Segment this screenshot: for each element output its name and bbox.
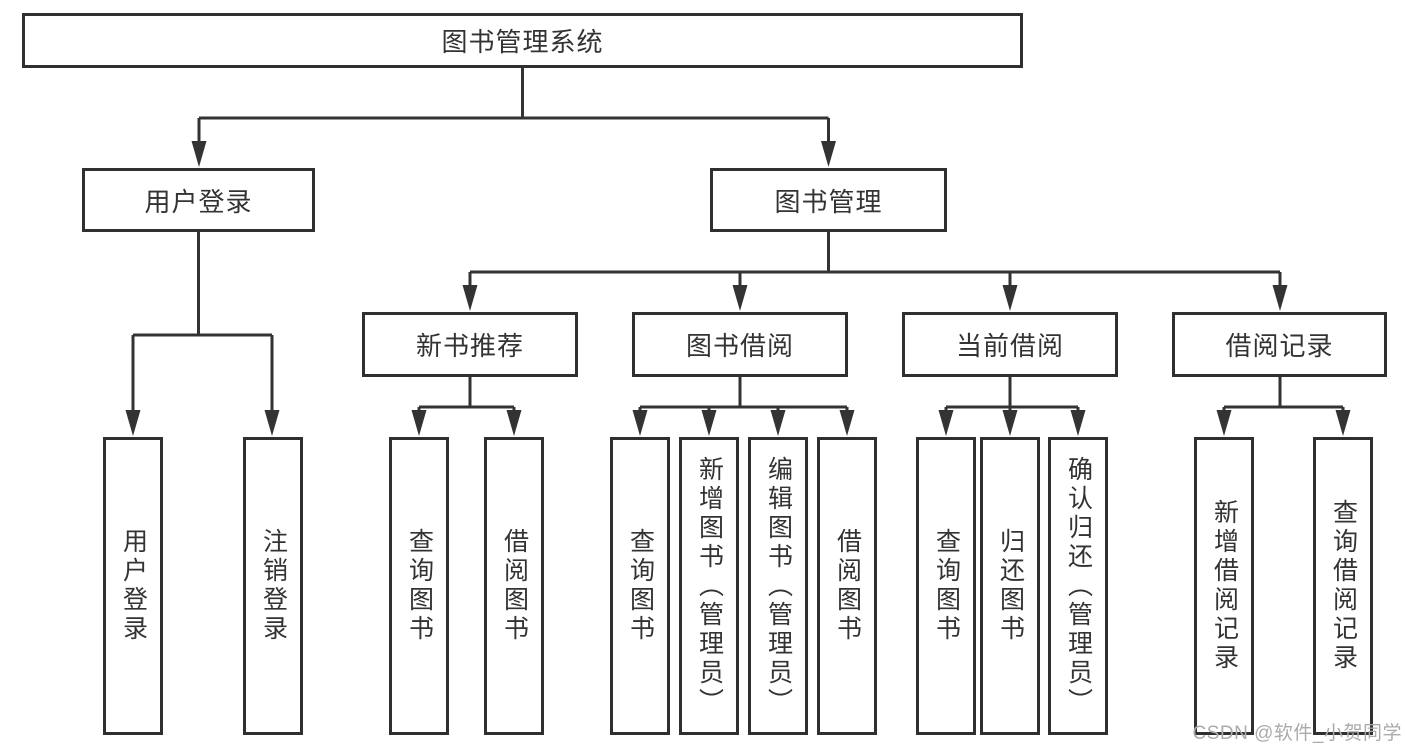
leaf-logout-login-label: 注销登录 <box>259 528 288 644</box>
leaf-query-books-borrow: 查询图书 <box>610 437 670 735</box>
node-book-borrow: 图书借阅 <box>632 312 848 377</box>
node-current-borrow: 当前借阅 <box>902 312 1118 377</box>
leaf-add-books-admin: 新增图书（管理员） <box>679 437 739 735</box>
node-root-system: 图书管理系统 <box>22 13 1023 68</box>
node-borrow-record-label: 借阅记录 <box>1225 331 1334 361</box>
node-borrow-record: 借阅记录 <box>1172 312 1387 377</box>
leaf-borrow-books-recommend: 借阅图书 <box>484 437 544 735</box>
leaf-edit-books-admin-label: 编辑图书（管理员） <box>764 455 793 717</box>
leaf-edit-books-admin: 编辑图书（管理员） <box>748 437 808 735</box>
leaf-confirm-return-admin: 确认归还（管理员） <box>1048 437 1108 735</box>
leaf-borrow-books-recommend-label: 借阅图书 <box>500 528 529 644</box>
node-book-management-label: 图书管理 <box>774 186 883 217</box>
leaf-borrow-books-label: 借阅图书 <box>833 528 862 644</box>
leaf-user-login: 用户登录 <box>103 437 163 735</box>
leaf-add-books-admin-label: 新增图书（管理员） <box>695 455 724 717</box>
node-book-borrow-label: 图书借阅 <box>685 331 794 361</box>
node-new-book-recommend: 新书推荐 <box>362 312 578 377</box>
leaf-query-books-current: 查询图书 <box>916 437 976 735</box>
leaf-add-borrow-record: 新增借阅记录 <box>1194 437 1254 735</box>
node-user-login-label: 用户登录 <box>144 186 253 217</box>
leaf-add-borrow-record-label: 新增借阅记录 <box>1210 499 1239 673</box>
leaf-logout-login: 注销登录 <box>243 437 303 735</box>
node-user-login: 用户登录 <box>82 168 315 232</box>
leaf-confirm-return-admin-label: 确认归还（管理员） <box>1064 455 1093 717</box>
leaf-user-login-label: 用户登录 <box>119 528 148 644</box>
csdn-watermark: CSDN @软件_小贺同学 <box>1192 723 1402 744</box>
leaf-query-books-borrow-label: 查询图书 <box>626 528 655 644</box>
node-root-label: 图书管理系统 <box>441 27 604 57</box>
leaf-query-borrow-record-label: 查询借阅记录 <box>1329 499 1358 673</box>
leaf-borrow-books: 借阅图书 <box>817 437 877 735</box>
node-current-borrow-label: 当前借阅 <box>955 331 1064 361</box>
node-new-book-recommend-label: 新书推荐 <box>415 331 524 361</box>
leaf-query-books-recommend-label: 查询图书 <box>405 528 434 644</box>
leaf-return-books: 归还图书 <box>980 437 1040 735</box>
leaf-query-books-current-label: 查询图书 <box>932 528 961 644</box>
node-book-management: 图书管理 <box>710 168 947 232</box>
leaf-query-borrow-record: 查询借阅记录 <box>1313 437 1373 735</box>
arrowhead-icons <box>125 141 1351 436</box>
leaf-query-books-recommend: 查询图书 <box>389 437 449 735</box>
leaf-return-books-label: 归还图书 <box>996 528 1025 644</box>
